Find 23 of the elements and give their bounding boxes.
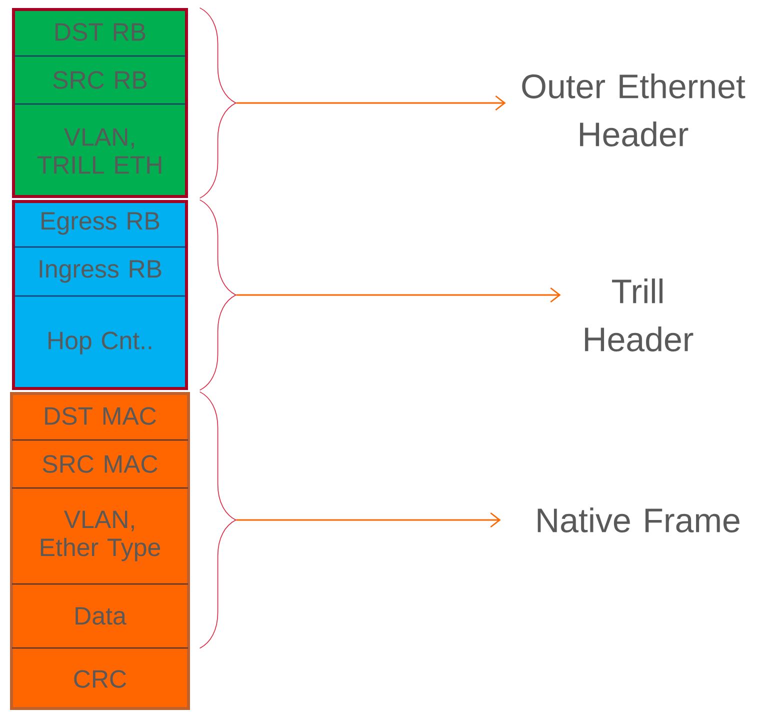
header-label: Trill Header: [585, 278, 694, 352]
frame-block: [12, 8, 188, 198]
field-cell: Egress RB: [42, 212, 160, 235]
curly-brace: [199, 7, 236, 199]
field-cell: VLAN, Ether Type: [40, 510, 160, 562]
field-cell: CRC: [74, 670, 126, 688]
field-cell: DST RB: [56, 23, 146, 41]
header-label: Outer Ethernet Header: [522, 74, 746, 146]
curly-brace: [199, 391, 236, 649]
field-cell: SRC RB: [53, 71, 147, 89]
field-cell: Data: [76, 607, 126, 625]
arrow: [236, 95, 506, 111]
field-cell: Hop Cnt..: [48, 332, 152, 354]
field-cell: VLAN, TRILL ETH: [37, 128, 162, 174]
arrow: [236, 287, 561, 303]
frame-block: [12, 200, 188, 390]
arrow: [236, 512, 501, 528]
curly-brace: [199, 199, 236, 391]
frame-block: [10, 392, 190, 710]
field-cell: SRC MAC: [42, 455, 158, 473]
field-cell: DST MAC: [45, 407, 156, 425]
header-label: Native Frame: [538, 508, 740, 532]
field-cell: Ingress RB: [40, 260, 162, 283]
